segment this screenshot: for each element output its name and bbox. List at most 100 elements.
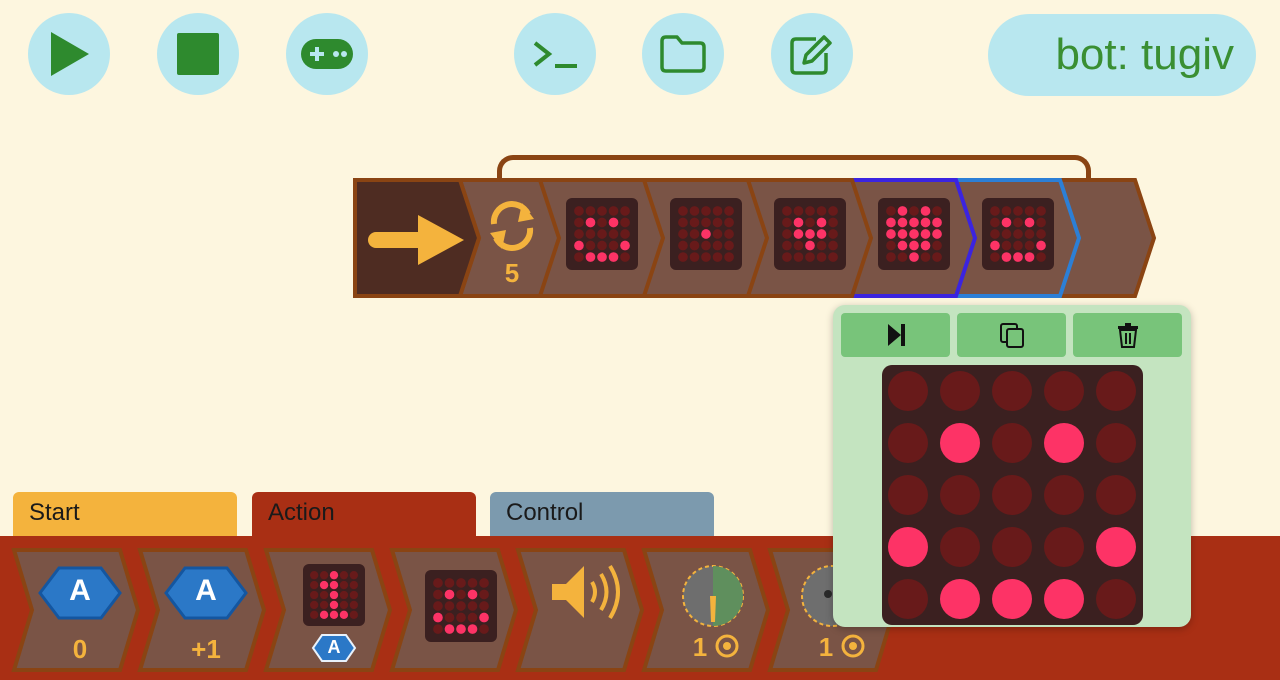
edit-button[interactable] <box>771 13 853 95</box>
loop-count: 5 <box>504 258 520 288</box>
led-off <box>597 206 607 216</box>
folder-button[interactable] <box>642 13 724 95</box>
led-off <box>585 206 596 216</box>
led-off <box>1036 229 1046 239</box>
loop-bracket <box>497 155 1091 191</box>
copy-button[interactable] <box>957 313 1066 357</box>
led-off <box>433 601 443 611</box>
led-off <box>349 580 359 590</box>
play-button[interactable] <box>28 13 110 95</box>
led-on <box>909 217 919 228</box>
led-off <box>339 580 349 590</box>
led-off <box>585 240 596 251</box>
led-on <box>920 206 931 216</box>
motor-value: 1 <box>818 632 834 662</box>
led-on <box>444 589 455 600</box>
led-off <box>456 601 466 611</box>
matrix-led-7[interactable] <box>992 423 1032 463</box>
matrix-led-22[interactable] <box>992 579 1032 619</box>
matrix-led-23[interactable] <box>1044 579 1084 619</box>
robot-name-label: bot: tugiv <box>1055 30 1234 79</box>
led-off <box>339 570 349 580</box>
terminal-button[interactable] <box>514 13 596 95</box>
tab-control[interactable]: Control <box>490 492 714 538</box>
tab-start-label: Start <box>29 499 80 526</box>
led-off <box>467 578 478 588</box>
led-off <box>319 570 329 580</box>
led-off <box>1024 240 1035 251</box>
matrix-led-17[interactable] <box>992 527 1032 567</box>
led-on <box>456 624 466 634</box>
led-on <box>1001 252 1012 262</box>
led-off <box>701 240 711 251</box>
step-button[interactable] <box>841 313 950 357</box>
led-on <box>886 217 896 228</box>
led-on <box>329 570 339 580</box>
led-on <box>932 217 942 228</box>
palette-block-sound[interactable] <box>515 548 645 672</box>
led-off <box>990 206 1000 216</box>
change-var-value: +1 <box>191 634 221 664</box>
led-off <box>816 206 827 216</box>
led-on <box>805 240 815 251</box>
led-off <box>608 206 619 216</box>
led-off <box>349 570 359 580</box>
led-off <box>886 206 896 216</box>
led-on <box>329 590 339 600</box>
matrix-led-1[interactable] <box>940 371 980 411</box>
led-off <box>828 240 838 251</box>
matrix-led-9[interactable] <box>1096 423 1136 463</box>
led-off <box>689 252 700 262</box>
led-off <box>712 252 723 262</box>
matrix-led-20[interactable] <box>888 579 928 619</box>
led-off <box>782 217 792 228</box>
led-on <box>319 610 329 620</box>
matrix-led-21[interactable] <box>940 579 980 619</box>
set-var-value: 0 <box>72 634 88 664</box>
matrix-led-10[interactable] <box>888 475 928 515</box>
led-off <box>1024 206 1035 216</box>
led-grid <box>990 206 1046 262</box>
robot-name-pill[interactable]: bot: tugiv <box>988 14 1256 96</box>
matrix-led-3[interactable] <box>1044 371 1084 411</box>
matrix-led-4[interactable] <box>1096 371 1136 411</box>
matrix-led-15[interactable] <box>888 527 928 567</box>
matrix-led-0[interactable] <box>888 371 928 411</box>
led-off <box>467 612 478 623</box>
matrix-led-11[interactable] <box>940 475 980 515</box>
matrix-led-13[interactable] <box>1044 475 1084 515</box>
stop-button[interactable] <box>157 13 239 95</box>
tab-action[interactable]: Action <box>252 492 476 538</box>
matrix-led-24[interactable] <box>1096 579 1136 619</box>
servo-value: 1 <box>692 632 708 662</box>
matrix-editor-popup <box>833 305 1191 627</box>
led-grid <box>678 206 734 262</box>
led-on <box>608 217 619 228</box>
matrix-led-5[interactable] <box>888 423 928 463</box>
gamepad-button[interactable] <box>286 13 368 95</box>
led-off <box>932 240 942 251</box>
program-block-start[interactable] <box>353 178 482 298</box>
led-off <box>349 590 359 600</box>
matrix-led-19[interactable] <box>1096 527 1136 567</box>
led-off <box>805 206 815 216</box>
led-off <box>1013 229 1023 239</box>
matrix-led-12[interactable] <box>992 475 1032 515</box>
delete-button[interactable] <box>1073 313 1182 357</box>
matrix-led-6[interactable] <box>940 423 980 463</box>
led-off <box>479 624 489 634</box>
led-off <box>724 252 734 262</box>
led-off <box>574 217 584 228</box>
matrix-led-16[interactable] <box>940 527 980 567</box>
matrix-led-18[interactable] <box>1044 527 1084 567</box>
copy-icon <box>999 323 1024 348</box>
matrix-led-14[interactable] <box>1096 475 1136 515</box>
led-on <box>479 612 489 623</box>
matrix-led-8[interactable] <box>1044 423 1084 463</box>
led-off <box>712 206 723 216</box>
program-matrix-1 <box>566 198 638 270</box>
matrix-led-2[interactable] <box>992 371 1032 411</box>
tab-start[interactable]: Start <box>13 492 237 538</box>
led-on <box>920 229 931 239</box>
led-on <box>433 612 443 623</box>
